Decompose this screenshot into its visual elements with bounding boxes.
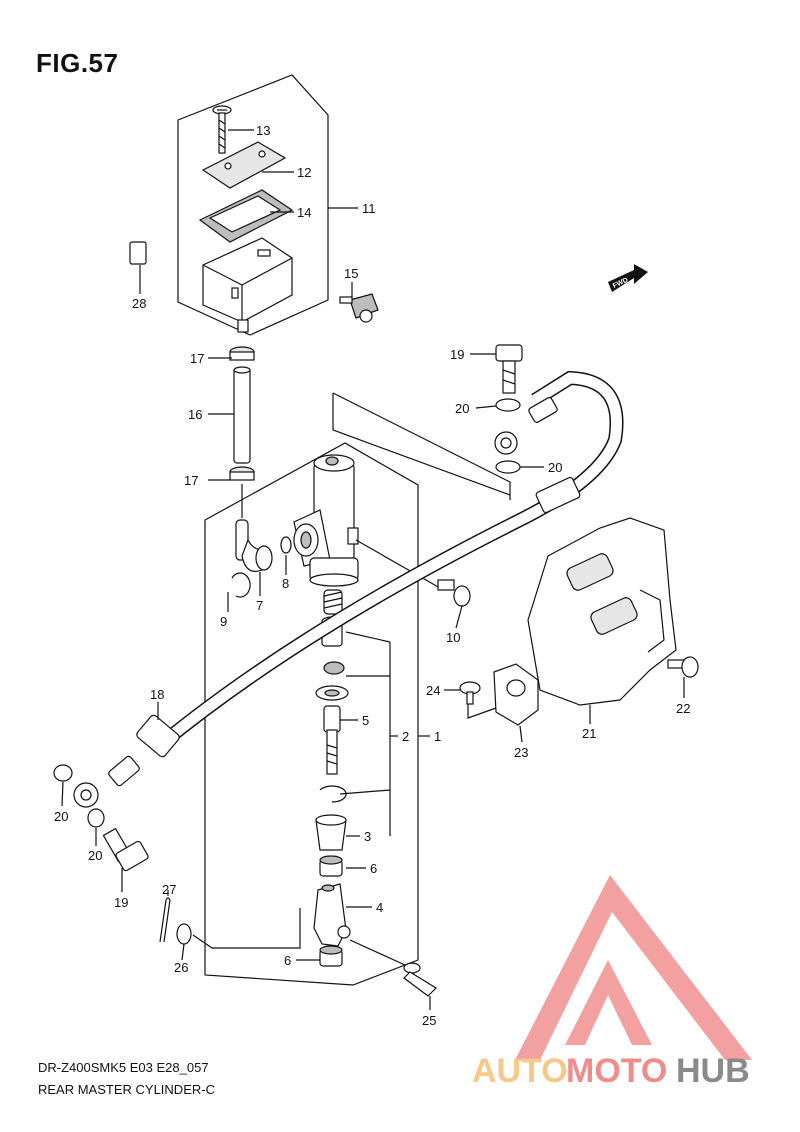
banjo-bolt-19-upper — [495, 344, 523, 394]
callout-28: 28 — [132, 296, 146, 311]
callout-27: 27 — [162, 882, 176, 897]
hose-group-outline — [332, 393, 511, 496]
piston-washer — [315, 685, 349, 701]
spring — [323, 589, 343, 615]
callout-9: 9 — [220, 614, 227, 629]
callout-11: 11 — [362, 201, 376, 216]
callout-16: 16 — [188, 407, 202, 422]
callout-19-lower: 19 — [114, 895, 128, 910]
banjo-bolt-19-lower — [102, 827, 149, 872]
circlip-9 — [231, 572, 251, 598]
screw-13 — [212, 105, 232, 154]
master-cylinder-body — [293, 454, 359, 587]
reservoir-hose-16 — [233, 366, 251, 464]
watermark-triangle-inner — [565, 960, 652, 1045]
leader-bolt-10 — [355, 539, 441, 589]
washer-26 — [176, 923, 192, 945]
callout-24: 24 — [426, 683, 440, 698]
push-rod-5 — [323, 705, 341, 775]
callout-15: 15 — [344, 266, 358, 281]
callout-labels: 13 12 14 11 15 28 17 16 17 9 7 8 10 19 2… — [54, 123, 690, 1028]
screw-24 — [459, 681, 481, 705]
diaphragm-14 — [198, 189, 294, 243]
callout-leader-lines — [61, 129, 685, 1010]
bolt-10 — [437, 579, 471, 607]
hose-group-outline-upper — [332, 392, 511, 500]
fwd-label: FWD — [612, 277, 629, 290]
watermark-moto-text: MOTO — [566, 1052, 667, 1090]
callout-17-upper: 17 — [190, 351, 204, 366]
callout-2: 2 — [402, 729, 409, 744]
piston-seal — [323, 661, 345, 675]
clevis-4 — [313, 883, 351, 947]
callout-3: 3 — [364, 829, 371, 844]
leader-pin — [349, 939, 406, 966]
callout-7: 7 — [256, 598, 263, 613]
callout-21: 21 — [582, 726, 596, 741]
callout-6-upper: 6 — [370, 861, 377, 876]
clevis-pin-25 — [403, 962, 437, 997]
nut-6-upper — [319, 855, 343, 877]
callout-20-a: 20 — [455, 401, 469, 416]
reservoir-assembly-outline — [177, 74, 329, 336]
leader-bracket-screw — [467, 700, 497, 719]
callout-14: 14 — [297, 205, 311, 220]
figure-title: FIG.57 — [36, 48, 119, 78]
forward-direction-arrow: FWD — [608, 264, 648, 292]
boot-3 — [315, 814, 347, 851]
connector-7 — [235, 519, 273, 572]
callout-20-d: 20 — [88, 848, 102, 863]
callout-22: 22 — [676, 701, 690, 716]
cotter-pin-27 — [159, 897, 171, 943]
callout-25: 25 — [422, 1013, 436, 1028]
nut-6-lower — [319, 945, 343, 967]
bolt-15 — [339, 293, 379, 323]
watermark-triangle-logo — [515, 875, 752, 1060]
callout-8: 8 — [282, 576, 289, 591]
hose-clamp-17-upper — [229, 346, 255, 361]
washer-20-c — [53, 764, 73, 782]
callout-20-b: 20 — [548, 460, 562, 475]
hose-clamp-17-lower — [229, 466, 255, 481]
clip-28 — [129, 241, 147, 265]
callout-10: 10 — [446, 630, 460, 645]
callout-26: 26 — [174, 960, 188, 975]
master-cylinder-assembly-outline — [204, 442, 419, 986]
washer-20-a — [495, 398, 521, 412]
washer-20-d — [87, 808, 105, 828]
callout-18: 18 — [150, 687, 164, 702]
screw-22 — [667, 656, 699, 678]
watermark-hub-text: HUB — [676, 1052, 750, 1090]
automotohub-watermark: AUTO MOTO HUB — [472, 875, 752, 1090]
bracket-23 — [493, 663, 539, 726]
callout-19-upper: 19 — [450, 347, 464, 362]
callout-4: 4 — [376, 900, 383, 915]
callout-23: 23 — [514, 745, 528, 760]
callout-17-lower: 17 — [184, 473, 198, 488]
callout-20-c: 20 — [54, 809, 68, 824]
callout-12: 12 — [297, 165, 311, 180]
washer-20-b — [495, 460, 521, 474]
o-ring-8 — [280, 536, 292, 554]
callout-5: 5 — [362, 713, 369, 728]
brake-hose-18 — [73, 370, 624, 808]
callout-13: 13 — [256, 123, 270, 138]
assembly-name-caption: REAR MASTER CYLINDER-C — [38, 1082, 215, 1097]
callout-6-lower: 6 — [284, 953, 291, 968]
leader-cotter — [192, 908, 301, 949]
guard-21 — [527, 517, 677, 706]
snap-ring — [319, 785, 347, 803]
model-code-caption: DR-Z400SMK5 E03 E28_057 — [38, 1060, 209, 1075]
watermark-auto-text: AUTO — [472, 1052, 568, 1090]
callout-1: 1 — [434, 729, 441, 744]
reservoir-11 — [202, 237, 293, 333]
reservoir-cap-12 — [201, 141, 287, 189]
